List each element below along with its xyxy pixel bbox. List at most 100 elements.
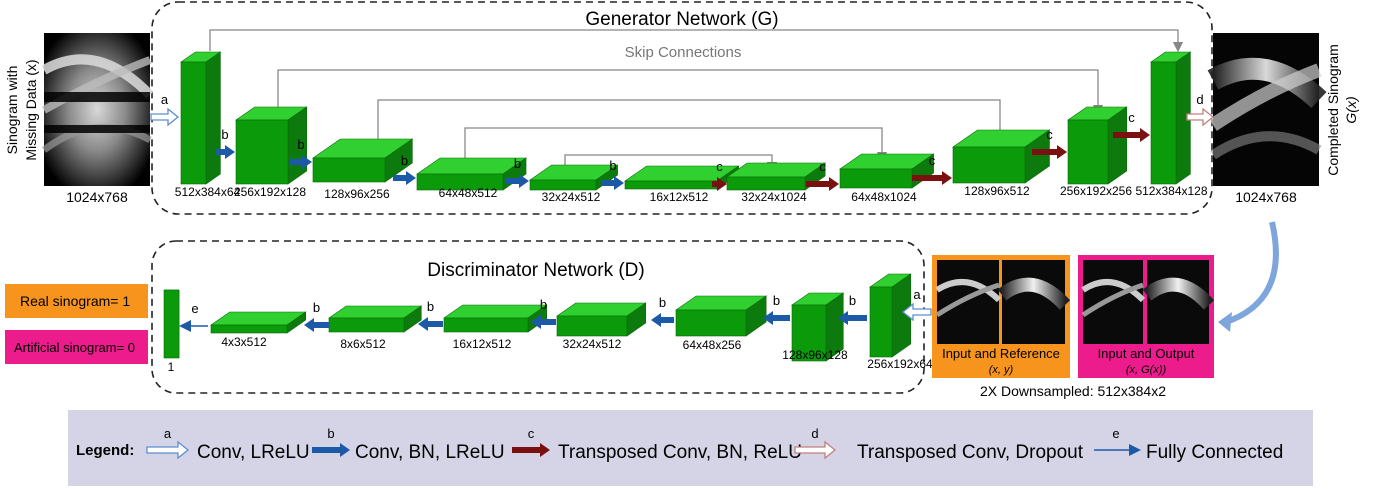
real-output-box	[5, 284, 148, 318]
input-label-line2: Missing Data (x)	[23, 59, 39, 160]
discriminator-layer-4	[556, 302, 647, 337]
generator-layer-label-4: 64x48x512	[439, 186, 498, 200]
fake-pair-notation: (x, G(x))	[1126, 364, 1167, 376]
curved-arrow	[1225, 221, 1279, 325]
generator-connection-7	[712, 177, 727, 191]
generator-connection-label-5: b	[514, 156, 521, 171]
discriminator-layer-label-1: 256x192x64	[867, 357, 933, 371]
discriminator-layer-label-5: 16x12x512	[453, 337, 512, 351]
discriminator-layer-label-8: 1	[168, 360, 175, 374]
discriminator-layer-label-6: 8x6x512	[340, 337, 386, 351]
discriminator-layer-2	[791, 292, 845, 362]
generator-connection-4	[393, 171, 416, 185]
discriminator-layer-label-2: 128x96x128	[782, 348, 848, 362]
discriminator-layers: 256x192x64128x96x12864x48x25632x24x51216…	[163, 273, 933, 374]
generator-connection-label-12: d	[1196, 92, 1203, 107]
skip-line-5	[564, 154, 778, 173]
legend-key-b: b	[327, 426, 334, 441]
legend-text-c: Transposed Conv, BN, ReLU	[558, 442, 802, 463]
discriminator-connection-label-5: b	[540, 297, 547, 312]
generator-connection-9	[912, 171, 952, 185]
generator-connection-label-1: a	[161, 92, 169, 107]
discriminator-connection-label-7: b	[313, 300, 320, 315]
generator-layer-label-6: 16x12x512	[650, 190, 709, 204]
legend-key-c: c	[528, 426, 535, 441]
generator-title: Generator Network (G)	[585, 9, 778, 30]
discriminator-connection-1	[901, 302, 932, 322]
downsampled-label: 2X Downsampled: 512x384x2	[980, 383, 1166, 399]
generator-connection-label-7: c	[716, 159, 723, 174]
discriminator-layer-1	[869, 273, 912, 358]
generator-layer-11	[1150, 51, 1192, 185]
discriminator-layer-8	[163, 289, 180, 359]
fake-pair-label: Input and Output	[1098, 346, 1195, 361]
generator-layer-3	[312, 138, 414, 183]
generator-connection-2	[215, 145, 235, 159]
generator-connection-label-9: c	[929, 153, 936, 168]
legend-arrow-c	[512, 443, 550, 457]
skip-connections	[209, 29, 1184, 173]
input-label-line1: Sinogram with	[4, 66, 20, 155]
generator-layer-7	[726, 162, 827, 191]
real-pair-notation: (x, y)	[989, 364, 1014, 376]
generator-layer-5	[529, 164, 619, 191]
generator-layer-label-8: 64x48x1024	[851, 190, 917, 204]
discriminator-layer-6	[328, 305, 423, 333]
skip-line-2	[277, 69, 1104, 116]
discriminator-connection-4	[651, 313, 674, 327]
legend-key-a: a	[164, 426, 172, 441]
generator-connection-10	[1032, 145, 1067, 159]
discriminator-layer-3	[675, 295, 768, 337]
artificial-output-box	[5, 330, 148, 364]
generator-layer-10	[1067, 106, 1128, 185]
generator-frame	[151, 1, 1213, 215]
output-sinogram	[1207, 33, 1327, 186]
legend-text-e: Fully Connected	[1146, 442, 1283, 463]
generator-connection-12	[1186, 107, 1215, 127]
generator-layer-8	[839, 153, 935, 189]
legend-key-d: d	[811, 426, 818, 441]
discriminator-connection-2	[838, 311, 867, 325]
output-label-line1: Completed Sinogram	[1325, 44, 1341, 176]
fake-pair	[1078, 255, 1215, 378]
skip-connections-label: Skip Connections	[625, 44, 742, 61]
generator-layer-label-1: 512x384x64	[175, 185, 241, 199]
discriminator-layer-label-3: 64x48x256	[683, 338, 742, 352]
generator-connection-11	[1113, 128, 1150, 142]
legend-title: Legend:	[76, 442, 134, 459]
generator-connection-label-6: b	[609, 158, 616, 173]
generator-layer-label-5: 32x24x512	[542, 190, 601, 204]
discriminator-connection-3	[763, 311, 790, 325]
discriminator-frame	[151, 240, 925, 394]
generator-connection-label-11: c	[1128, 110, 1135, 125]
generator-layer-label-9: 128x96x512	[964, 184, 1030, 198]
discriminator-connection-label-4: b	[659, 295, 666, 310]
skip-line-3	[377, 99, 1006, 141]
legend-arrow-a	[146, 440, 190, 460]
discriminator-connection-6	[418, 317, 443, 331]
generator-layer-label-2: 256x192x128	[234, 185, 306, 199]
generator-connection-1	[150, 107, 180, 127]
discriminator-connection-5	[531, 315, 556, 329]
discriminator-layer-5	[443, 304, 548, 333]
discriminator-connection-label-8: e	[191, 301, 198, 316]
generator-layer-4	[416, 157, 527, 191]
legend-panel	[68, 410, 1313, 486]
generator-layer-label-3: 128x96x256	[324, 187, 390, 201]
legend-arrow-b	[312, 443, 350, 457]
discriminator-connection-label-1: a	[913, 287, 921, 302]
discriminator-title: Discriminator Network (D)	[427, 260, 644, 281]
generator-layer-2	[235, 106, 308, 185]
skip-line-4	[464, 127, 888, 163]
output-label-line2: G(x)	[1343, 96, 1359, 123]
discriminator-connection-label-2: b	[849, 293, 856, 308]
legend-text-d: Transposed Conv, Dropout	[857, 442, 1084, 463]
discriminator-layer-label-7: 4x3x512	[221, 335, 267, 349]
generator-layer-label-10: 256x192x256	[1060, 184, 1132, 198]
discriminator-connection-label-3: b	[773, 293, 780, 308]
